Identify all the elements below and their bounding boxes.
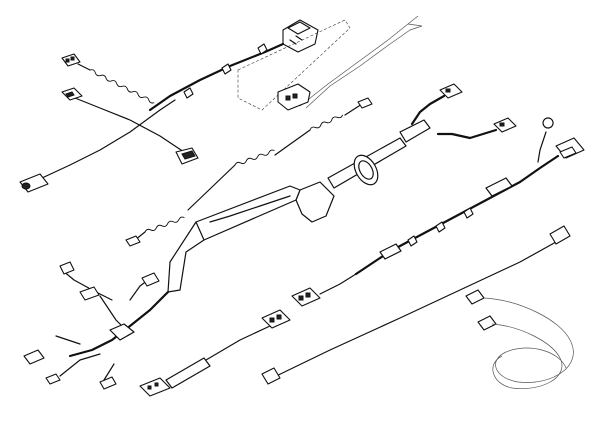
plug-right-crossing — [175, 147, 199, 165]
connector-left-mid — [61, 87, 83, 101]
connector-dashed — [277, 83, 311, 111]
harness-center-sheath — [125, 83, 517, 293]
connector-center-top — [357, 97, 373, 109]
grommet — [353, 154, 379, 186]
connector-top — [282, 19, 319, 53]
connector-upper-right-2 — [493, 117, 517, 133]
connector-lower-5 — [45, 373, 61, 385]
cable-bottom-center — [139, 309, 291, 397]
coil-upper — [89, 69, 155, 104]
cable-long-diagonal — [261, 225, 571, 385]
connector-coil-2 — [477, 315, 497, 331]
connector-lower-2 — [79, 286, 100, 301]
connector-lower-1 — [59, 261, 75, 275]
harness-connector-dashed-group — [237, 15, 423, 111]
connector-right-bottom — [291, 287, 321, 307]
coil-center — [144, 114, 344, 233]
connector-right-top — [555, 137, 585, 159]
harness-lower-left — [23, 261, 170, 390]
connector-center-left — [125, 235, 141, 247]
harness-upper-left — [19, 19, 319, 193]
connector-lower-6 — [99, 376, 117, 390]
connector-bottom-center — [139, 377, 171, 397]
cable-coiled-bottom-right — [465, 289, 574, 390]
connector-coil-1 — [465, 289, 485, 305]
connector-lower-4 — [23, 349, 45, 365]
plug-bottom-left — [19, 173, 49, 193]
harness-right-branch — [291, 117, 585, 307]
connector-mid-bottom — [261, 309, 291, 329]
connector-upper-right-1 — [439, 83, 463, 99]
connector-left-top — [61, 53, 81, 67]
connector-lower-3 — [141, 272, 160, 287]
